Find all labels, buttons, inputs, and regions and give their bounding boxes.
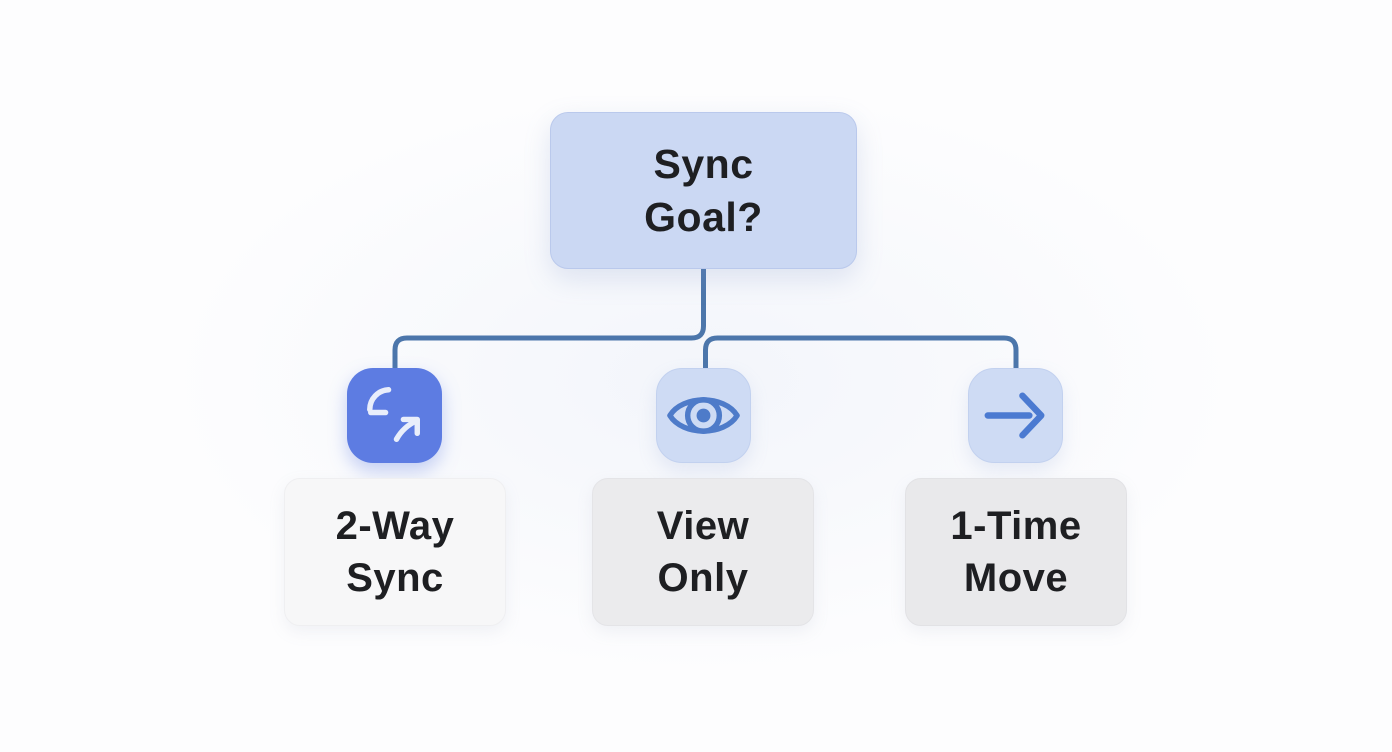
decision-node-sync-goal: Sync Goal? (550, 112, 857, 269)
sync-arrows-icon (347, 368, 442, 463)
connector-left-branch (392, 266, 706, 374)
connector-right-branch (703, 335, 1019, 374)
option-node-two-way-sync: 2-Way Sync (284, 478, 506, 626)
decision-node-label-line2: Goal? (644, 193, 763, 240)
option-label-line1: 2-Way (335, 504, 455, 548)
option-label-line2: Sync (346, 556, 444, 600)
eye-icon (656, 368, 751, 463)
option-label-line2: Move (963, 556, 1069, 600)
decision-node-label-line1: Sync (653, 140, 754, 187)
view-only-icon-tile (656, 368, 751, 463)
option-label-line1: View (656, 504, 750, 548)
option-node-view-only: View Only (592, 478, 814, 626)
arrow-right-icon (968, 368, 1063, 463)
option-label-line1: 1-Time (950, 504, 1082, 548)
option-node-one-time-move: 1-Time Move (905, 478, 1127, 626)
two-way-sync-icon-tile (347, 368, 442, 463)
one-time-move-icon-tile (968, 368, 1063, 463)
option-label-line2: Only (657, 556, 749, 600)
